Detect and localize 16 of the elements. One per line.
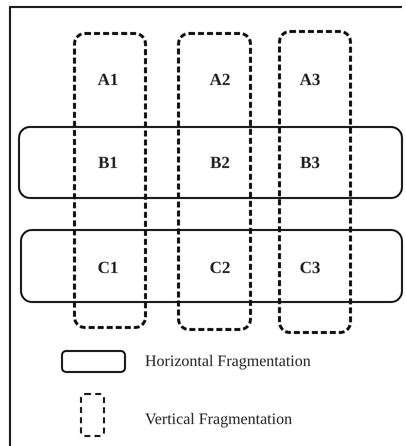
fragment-label: B3 [300,153,320,173]
vertical-fragment-outline [278,30,352,334]
horizontal-fragment-outline [20,229,403,303]
fragment-label: B2 [210,153,230,173]
horizontal-fragment-outline [18,126,403,199]
vertical-fragment-outline [177,32,252,331]
fragment-label: A3 [300,70,320,90]
fragment-label: A1 [98,70,118,90]
legend-text: Vertical Fragmentation [145,411,292,429]
fragment-label: C3 [300,258,320,278]
fragment-label: B1 [98,153,118,173]
legend-text: Horizontal Fragmentation [145,353,311,371]
fragment-label: C2 [210,258,230,278]
fragment-label: C1 [98,258,118,278]
fragment-label: A2 [210,70,230,90]
vertical-fragment-outline [73,32,147,329]
